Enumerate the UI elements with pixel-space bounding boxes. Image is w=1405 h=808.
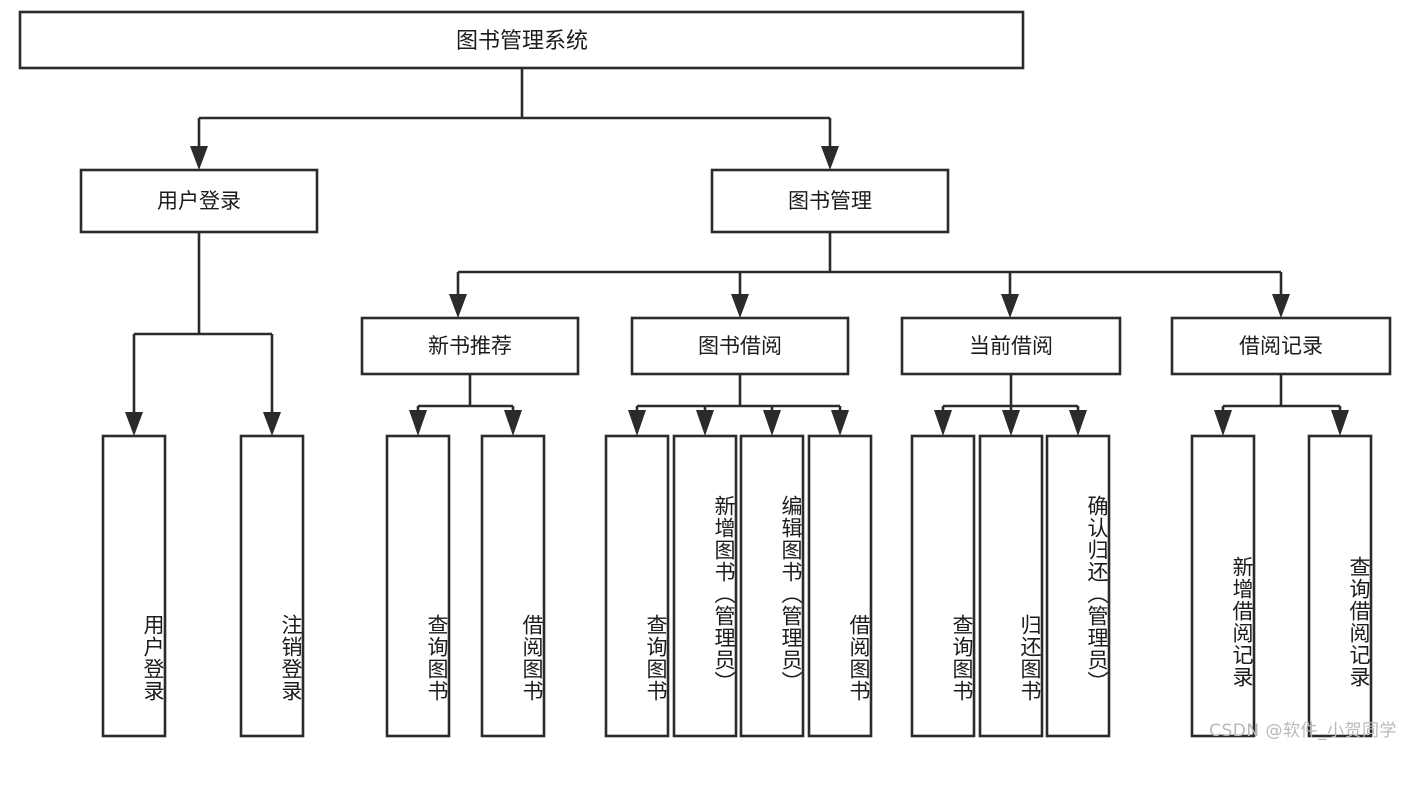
node-new-book-recommend[interactable]: 新书推荐 bbox=[360, 316, 580, 376]
node-borrow-record-box[interactable] bbox=[1170, 316, 1392, 376]
arrow-newbook-leaf-2 bbox=[504, 410, 522, 436]
leaf-box-user-login-signin[interactable] bbox=[101, 434, 167, 738]
leaf-box-layer bbox=[101, 434, 1373, 738]
arrow-to-current-borrow bbox=[1001, 294, 1019, 318]
leaf-box-newbook-borrow[interactable] bbox=[480, 434, 546, 738]
leaf-box-bookborrow-add[interactable] bbox=[672, 434, 738, 738]
node-root-box[interactable] bbox=[18, 10, 1025, 70]
arrow-to-borrow-record bbox=[1272, 294, 1290, 318]
arrow-to-book-borrow bbox=[731, 294, 749, 318]
arrow-to-new-book bbox=[449, 294, 467, 318]
leaf-box-bookborrow-borrow[interactable] bbox=[807, 434, 873, 738]
arrow-borrowrecord-leaf-1 bbox=[1214, 410, 1232, 436]
leaf-box-borrowrecord-add[interactable] bbox=[1190, 434, 1256, 738]
node-new-book-recommend-label: 新书推荐 bbox=[428, 334, 512, 358]
arrow-currentborrow-leaf-1 bbox=[934, 410, 952, 436]
node-borrow-record[interactable]: 借阅记录 bbox=[1170, 316, 1392, 376]
org-chart-svg: 图书管理系统 用户登录 图书管理 新书推荐 图书借阅 当前借阅 借阅记录 bbox=[18, 10, 1392, 738]
leaf-box-user-login-signout[interactable] bbox=[239, 434, 305, 738]
node-current-borrow-box[interactable] bbox=[900, 316, 1122, 376]
node-book-management[interactable]: 图书管理 bbox=[710, 168, 950, 234]
arrow-bookborrow-leaf-1 bbox=[628, 410, 646, 436]
arrow-bookborrow-leaf-4 bbox=[831, 410, 849, 436]
arrow-borrowrecord-leaf-2 bbox=[1331, 410, 1349, 436]
edge-layer bbox=[125, 68, 1349, 436]
leaf-box-borrowrecord-query[interactable] bbox=[1307, 434, 1373, 738]
arrow-userlogin-leaf-1 bbox=[125, 412, 143, 436]
diagram-canvas: 图书管理系统 用户登录 图书管理 新书推荐 图书借阅 当前借阅 借阅记录 bbox=[18, 10, 1397, 741]
leaf-box-bookborrow-query[interactable] bbox=[604, 434, 670, 738]
leaf-box-currentborrow-return[interactable] bbox=[978, 434, 1044, 738]
node-borrow-record-label: 借阅记录 bbox=[1239, 334, 1323, 358]
arrow-currentborrow-leaf-2 bbox=[1002, 410, 1020, 436]
node-book-management-box[interactable] bbox=[710, 168, 950, 234]
node-root-book-management-system[interactable]: 图书管理系统 bbox=[18, 10, 1025, 70]
node-user-login-label: 用户登录 bbox=[157, 189, 241, 213]
node-book-borrow-label: 图书借阅 bbox=[698, 334, 782, 358]
leaf-box-newbook-query[interactable] bbox=[385, 434, 451, 738]
node-current-borrow[interactable]: 当前借阅 bbox=[900, 316, 1122, 376]
arrow-bookborrow-leaf-2 bbox=[696, 410, 714, 436]
node-user-login-box[interactable] bbox=[79, 168, 319, 234]
leaf-box-currentborrow-query[interactable] bbox=[910, 434, 976, 738]
node-book-borrow[interactable]: 图书借阅 bbox=[630, 316, 850, 376]
leaf-box-bookborrow-edit[interactable] bbox=[739, 434, 805, 738]
arrow-newbook-leaf-1 bbox=[409, 410, 427, 436]
csdn-watermark: CSDN @软件_小贺同学 bbox=[1209, 721, 1397, 741]
node-current-borrow-label: 当前借阅 bbox=[969, 334, 1053, 358]
arrow-bookborrow-leaf-3 bbox=[763, 410, 781, 436]
node-book-management-label: 图书管理 bbox=[788, 189, 872, 213]
node-new-book-recommend-box[interactable] bbox=[360, 316, 580, 376]
node-book-borrow-box[interactable] bbox=[630, 316, 850, 376]
node-root-label: 图书管理系统 bbox=[456, 29, 588, 54]
node-user-login[interactable]: 用户登录 bbox=[79, 168, 319, 234]
arrow-root-to-user-login bbox=[190, 146, 208, 170]
leaf-box-currentborrow-confirm[interactable] bbox=[1045, 434, 1111, 738]
arrow-userlogin-leaf-2 bbox=[263, 412, 281, 436]
arrow-root-to-book-manage bbox=[821, 146, 839, 170]
arrow-currentborrow-leaf-3 bbox=[1069, 410, 1087, 436]
